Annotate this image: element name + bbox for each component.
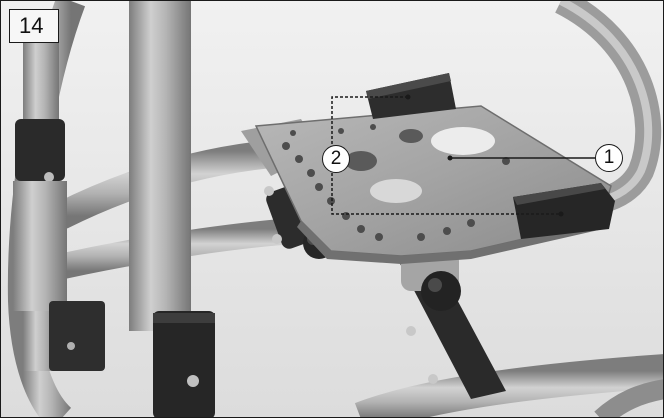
leader-endpoints (405, 94, 564, 217)
strut-bolt-1 (406, 326, 416, 336)
center-clamp-rim (153, 313, 215, 323)
leader-2-bottom (331, 173, 561, 215)
heel-strap-rear-top (366, 73, 451, 99)
footplate-edge (297, 221, 603, 264)
bottom-crossbar-end (594, 379, 663, 417)
left-clamp-bolt (44, 172, 54, 182)
callout-2-marker: 2 (322, 145, 350, 173)
center-tube (129, 1, 191, 331)
left-lower-bolt (67, 342, 75, 350)
left-lower-bracket (49, 301, 105, 371)
center-clamp-bolt (187, 375, 199, 387)
strut-bolt-2 (428, 374, 438, 384)
center-clamp (153, 311, 215, 417)
plate-slot-center (370, 179, 422, 203)
figure-number-label: 14 (9, 9, 59, 43)
plate-slot-large (431, 127, 495, 155)
plate-hole-row (282, 124, 510, 241)
callout-1-marker: 1 (595, 144, 623, 172)
callout-leader-lines (331, 96, 595, 215)
plate-slot-dark (345, 151, 377, 171)
leader-2-top (331, 96, 408, 145)
plate-hole-1 (399, 129, 423, 143)
left-clamp (15, 119, 65, 181)
strut-knob (421, 271, 461, 311)
bracket-bolt-2 (272, 234, 282, 244)
heel-strap-front-top (513, 183, 605, 205)
bracket-bolt-1 (264, 186, 274, 196)
left-leg-sleeve (13, 181, 67, 311)
strut-knob-highlight (428, 278, 442, 292)
